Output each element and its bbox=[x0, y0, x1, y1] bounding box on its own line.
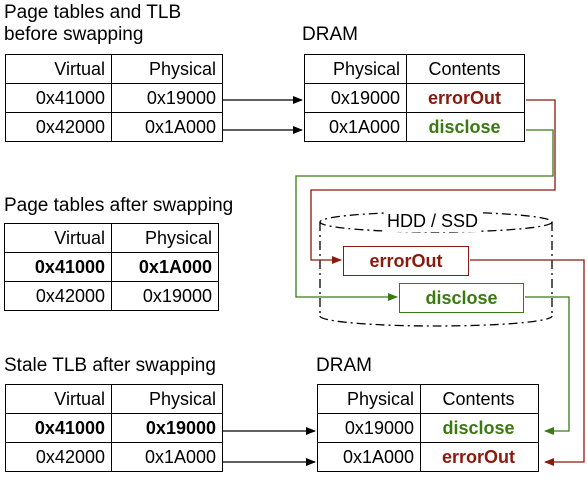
table-row: 0x1A000 disclose bbox=[304, 112, 525, 142]
header-contents: Contents bbox=[420, 384, 539, 414]
page-table-before: Virtual Physical 0x41000 0x19000 0x42000… bbox=[5, 54, 223, 142]
dram-table-before: Physical Contents 0x19000 errorOut 0x1A0… bbox=[304, 54, 525, 142]
physical-cell: 0x19000 bbox=[111, 413, 223, 443]
table-row: 0x1A000 errorOut bbox=[317, 442, 539, 472]
table-row: 0x42000 0x19000 bbox=[4, 281, 219, 311]
stale-tlb-table: Virtual Physical 0x41000 0x19000 0x42000… bbox=[5, 384, 223, 472]
header-physical: Physical bbox=[317, 384, 421, 414]
physical-cell: 0x1A000 bbox=[111, 112, 223, 142]
virtual-cell: 0x41000 bbox=[5, 83, 112, 113]
physical-cell: 0x1A000 bbox=[304, 112, 407, 142]
section1-title: Page tables and TLB before swapping bbox=[4, 2, 181, 46]
virtual-cell: 0x42000 bbox=[5, 112, 112, 142]
physical-cell: 0x19000 bbox=[304, 83, 407, 113]
arrow-disclose-swap-in bbox=[525, 296, 570, 435]
dram-table-after: Physical Contents 0x19000 disclose 0x1A0… bbox=[317, 384, 539, 472]
section1-title-line2: before swapping bbox=[4, 24, 144, 45]
arrow-errorout-swap-in bbox=[470, 259, 585, 466]
table-row: 0x41000 0x19000 bbox=[5, 83, 223, 113]
physical-cell: 0x19000 bbox=[317, 413, 421, 443]
physical-cell: 0x1A000 bbox=[317, 442, 421, 472]
physical-cell: 0x19000 bbox=[111, 281, 219, 311]
physical-cell: 0x1A000 bbox=[111, 442, 223, 472]
hdd-item-errorout: errorOut bbox=[343, 246, 469, 276]
arrow-errorout-swap-out bbox=[310, 99, 556, 264]
header-physical: Physical bbox=[111, 223, 219, 253]
section1-title-line1: Page tables and TLB bbox=[4, 2, 182, 23]
virtual-cell: 0x41000 bbox=[4, 252, 112, 282]
page-table-after: Virtual Physical 0x41000 0x1A000 0x42000… bbox=[4, 223, 219, 311]
header-virtual: Virtual bbox=[4, 223, 112, 253]
header-virtual: Virtual bbox=[5, 54, 112, 84]
table-row: 0x19000 disclose bbox=[317, 413, 539, 443]
arrow-disclose-swap-out bbox=[295, 129, 554, 301]
header-virtual: Virtual bbox=[5, 384, 112, 414]
hdd-label: HDD / SSD bbox=[385, 211, 481, 232]
physical-cell: 0x19000 bbox=[111, 83, 223, 113]
hdd-item-disclose: disclose bbox=[399, 283, 524, 313]
table-header-row: Virtual Physical bbox=[4, 223, 219, 253]
table-header-row: Physical Contents bbox=[317, 384, 539, 414]
dram2-title: DRAM bbox=[316, 355, 372, 376]
header-contents: Contents bbox=[406, 54, 525, 84]
contents-cell: errorOut bbox=[420, 442, 539, 472]
dram1-title: DRAM bbox=[302, 24, 358, 45]
table-row: 0x42000 0x1A000 bbox=[5, 112, 223, 142]
table-row: 0x41000 0x1A000 bbox=[4, 252, 219, 282]
table-row: 0x19000 errorOut bbox=[304, 83, 525, 113]
hdd-cylinder bbox=[319, 211, 553, 327]
section3-title: Stale TLB after swapping bbox=[4, 355, 216, 376]
contents-cell: disclose bbox=[406, 112, 525, 142]
table-row: 0x42000 0x1A000 bbox=[5, 442, 223, 472]
header-physical: Physical bbox=[304, 54, 407, 84]
section2-title: Page tables after swapping bbox=[4, 195, 234, 216]
table-header-row: Physical Contents bbox=[304, 54, 525, 84]
